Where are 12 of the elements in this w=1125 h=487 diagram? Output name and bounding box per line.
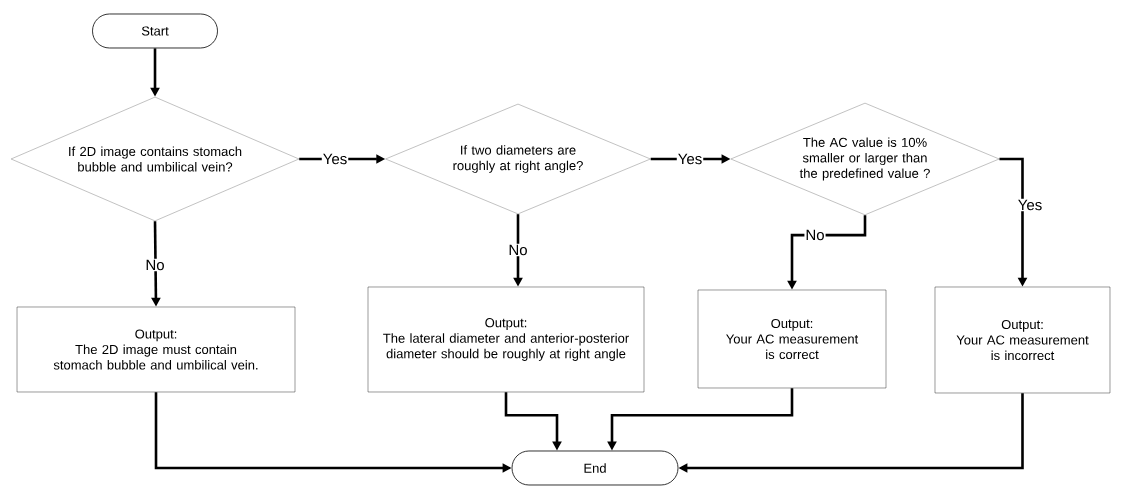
output-box: Output: Your AC measurement is incorrect (934, 286, 1111, 394)
edge-label: Yes (321, 152, 349, 166)
end-terminal: End (511, 450, 679, 486)
edge-label: Yes (1016, 198, 1044, 212)
edge-label: No (507, 243, 529, 257)
output-box: Output: Your AC measurement is correct (697, 289, 887, 389)
edge-label: No (804, 228, 826, 242)
edge-label: Yes (676, 152, 704, 166)
output-box: Output: The lateral diameter and anterior-posterior diameter should be roughly at right angle (367, 286, 645, 393)
output-box: Output: The 2D image must contain stomach bubble and umbilical vein. (16, 306, 296, 393)
start-terminal: Start (92, 13, 218, 49)
edge-label: No (144, 258, 166, 272)
